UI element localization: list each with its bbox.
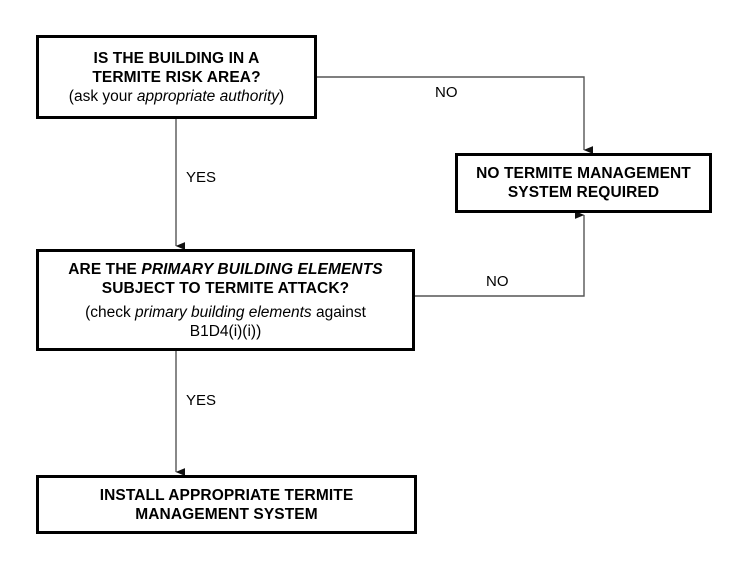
node-line: TERMITE RISK AREA? [92,68,261,86]
edge-label-yes-2: YES [186,392,217,409]
node-line: SYSTEM REQUIRED [507,184,660,201]
node-line: IS THE BUILDING IN A [93,49,260,67]
edge-label-yes-1: YES [186,169,217,186]
edge-label-no-2: NO [486,273,509,290]
node-text-emphasis: appropriate authority [136,87,280,105]
node-risk-area-question[interactable]: IS THE BUILDING IN A TERMITE RISK AREA? … [36,35,317,119]
node-text-segment: ARE THE [68,260,142,278]
edge-no-2-path [414,211,585,297]
node-no-system-required[interactable]: NO TERMITE MANAGEMENT SYSTEM REQUIRED [455,153,712,213]
node-line: (ask your appropriate authority) [69,87,284,106]
edge-label-no-1: NO [435,84,458,101]
node-primary-elements-question[interactable]: ARE THE PRIMARY BUILDING ELEMENTS SUBJEC… [36,249,415,351]
node-line: MANAGEMENT SYSTEM [135,505,318,523]
node-text-segment: against [311,303,366,321]
node-line: B1D4(i)(i)) [189,322,262,340]
node-line: (check primary building elements against [85,303,366,322]
node-text-segment: ) [279,87,285,105]
node-line: NO TERMITE MANAGEMENT [476,165,691,182]
node-text-segment: (check [85,303,136,321]
node-line: INSTALL APPROPRIATE TERMITE [99,486,354,504]
node-install-system[interactable]: INSTALL APPROPRIATE TERMITE MANAGEMENT S… [36,475,417,534]
node-text-emphasis: PRIMARY BUILDING ELEMENTS [141,260,383,278]
node-line: SUBJECT TO TERMITE ATTACK? [101,279,350,297]
edge-no-1-path [316,76,594,154]
node-text-emphasis: primary building elements [135,303,312,321]
node-text-segment: (ask your [68,87,137,105]
node-line: ARE THE PRIMARY BUILDING ELEMENTS [68,260,382,279]
